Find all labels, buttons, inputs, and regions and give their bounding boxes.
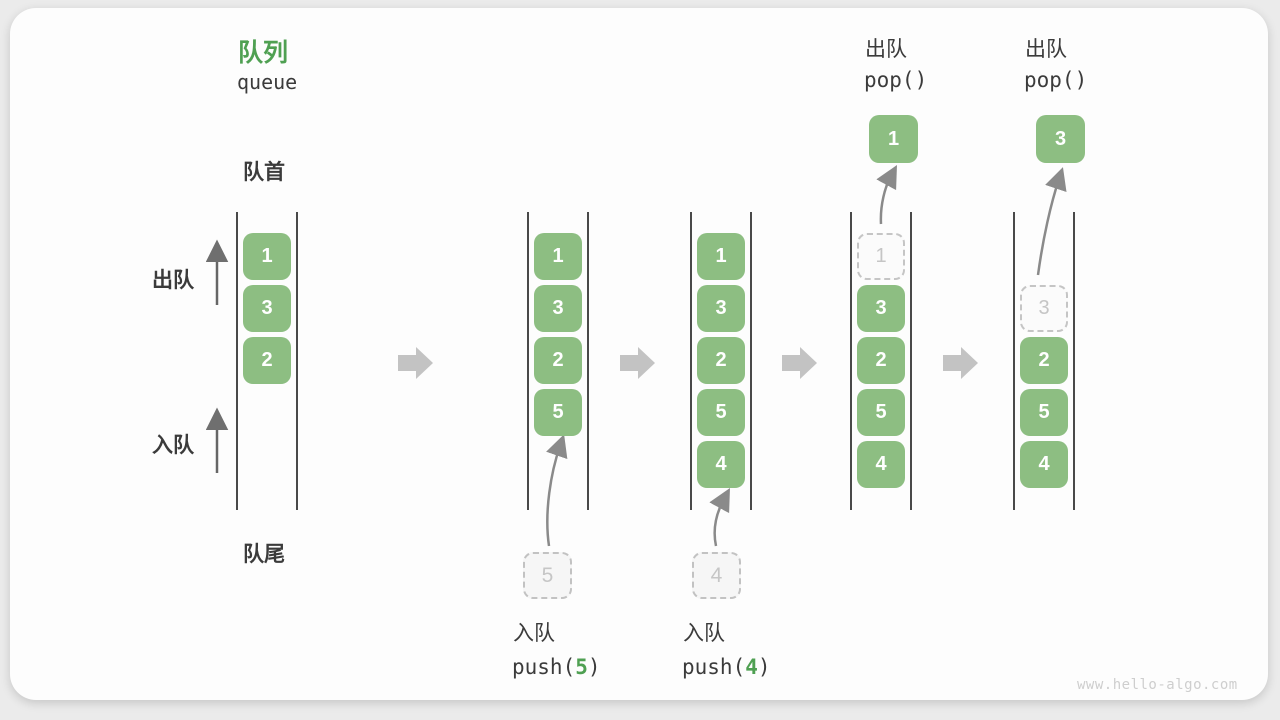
rail-right — [910, 212, 912, 510]
title-en: queue — [237, 70, 298, 94]
pop-op-label-zh: 出队 — [865, 38, 907, 61]
rail-left — [690, 212, 692, 510]
queue-cell: 3 — [534, 285, 582, 332]
push-op-label-zh: 入队 — [683, 622, 725, 645]
rail-right — [750, 212, 752, 510]
queue-cell: 4 — [857, 441, 905, 488]
push-op-label-code: push(4) — [682, 655, 771, 679]
label-enqueue: 入队 — [152, 434, 194, 457]
queue-stage-2: 1 3 2 5 — [527, 212, 589, 510]
queue-cell: 2 — [243, 337, 291, 384]
rail-left — [527, 212, 529, 510]
queue-cell: 5 — [1020, 389, 1068, 436]
rail-right — [587, 212, 589, 510]
queue-stage-4: 1 3 2 5 4 — [850, 212, 912, 510]
queue-cell: 3 — [243, 285, 291, 332]
watermark: www.hello-algo.com — [1077, 677, 1238, 693]
title-zh: 队列 — [238, 39, 289, 67]
queue-cell: 2 — [1020, 337, 1068, 384]
incoming-element: 5 — [523, 552, 572, 599]
queue-stage-5: 3 2 5 4 — [1013, 212, 1075, 510]
rail-left — [850, 212, 852, 510]
label-queue-rear: 队尾 — [243, 543, 285, 566]
pop-op-label-code: pop() — [1024, 68, 1088, 92]
queue-cell: 2 — [857, 337, 905, 384]
rail-right — [1073, 212, 1075, 510]
label-dequeue: 出队 — [152, 269, 194, 292]
queue-cell: 4 — [697, 441, 745, 488]
queue-cell: 2 — [534, 337, 582, 384]
popped-element: 1 — [869, 115, 918, 163]
queue-cell: 1 — [243, 233, 291, 280]
queue-cell: 3 — [697, 285, 745, 332]
queue-stage-3: 1 3 2 5 4 — [690, 212, 752, 510]
queue-stage-1: 1 3 2 — [236, 212, 298, 510]
rail-left — [236, 212, 238, 510]
push-fn: push( — [682, 655, 746, 679]
queue-cell: 5 — [534, 389, 582, 436]
push-arg: 4 — [745, 655, 758, 679]
rail-left — [1013, 212, 1015, 510]
queue-cell: 1 — [534, 233, 582, 280]
label-queue-front: 队首 — [243, 161, 285, 184]
removed-element-ghost: 1 — [857, 233, 905, 280]
queue-cell: 4 — [1020, 441, 1068, 488]
popped-element: 3 — [1036, 115, 1085, 163]
push-close: ) — [757, 655, 771, 679]
push-fn: push( — [512, 655, 576, 679]
push-op-label-code: push(5) — [512, 655, 601, 679]
rail-right — [296, 212, 298, 510]
incoming-element: 4 — [692, 552, 741, 599]
queue-cell: 3 — [857, 285, 905, 332]
queue-cell: 2 — [697, 337, 745, 384]
queue-cell: 5 — [857, 389, 905, 436]
push-arg: 5 — [575, 655, 588, 679]
push-op-label-zh: 入队 — [513, 622, 555, 645]
pop-op-label-zh: 出队 — [1025, 38, 1067, 61]
queue-cell: 5 — [697, 389, 745, 436]
push-close: ) — [587, 655, 601, 679]
removed-element-ghost: 3 — [1020, 285, 1068, 332]
queue-cell: 1 — [697, 233, 745, 280]
pop-op-label-code: pop() — [864, 68, 928, 92]
